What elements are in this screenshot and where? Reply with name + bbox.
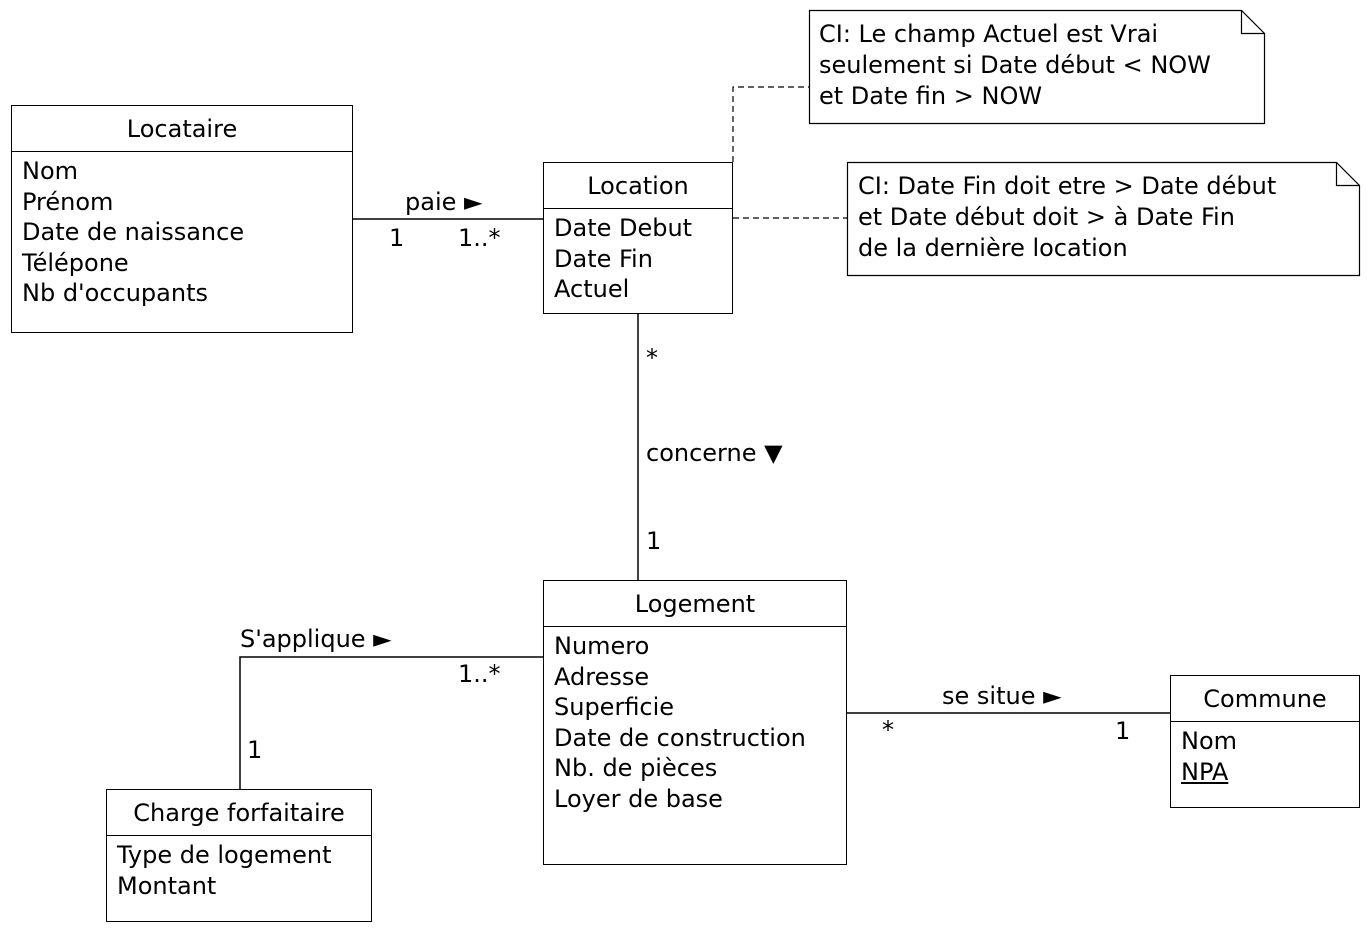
- class-charge-forfaitaire[interactable]: Charge forfaitaire Type de logement Mont…: [106, 789, 372, 922]
- note1-line: et Date fin > NOW: [819, 82, 1043, 110]
- assoc-concerne-label: concerne ▼: [646, 439, 783, 467]
- attribute: Nom: [22, 157, 79, 185]
- class-name: Commune: [1171, 676, 1359, 722]
- attribute: Nom: [1181, 727, 1238, 755]
- attribute: Actuel: [554, 275, 630, 303]
- attribute: Nb d'occupants: [22, 279, 208, 307]
- attribute: Nb. de pièces: [554, 754, 718, 782]
- attribute: Date de naissance: [22, 218, 245, 246]
- attribute: Prénom: [22, 187, 114, 216]
- multiplicity-label: 1: [1115, 717, 1131, 745]
- multiplicity-label: 1: [389, 224, 405, 252]
- attribute-list: Nom Prénom Date de naissance Télépone Nb…: [12, 152, 352, 309]
- attribute-list: Date Debut Date Fin Actuel: [544, 209, 732, 305]
- class-logement[interactable]: Logement Numero Adresse Superficie Date …: [543, 580, 847, 865]
- class-name: Charge forfaitaire: [107, 790, 371, 836]
- assoc-situe-label: se situe ►: [942, 682, 1062, 710]
- attribute: Type de logement: [117, 841, 332, 869]
- note2-shape: [846, 161, 1361, 277]
- multiplicity-label: *: [882, 716, 894, 744]
- note1-text: CI: Le champ Actuel est Vrai seulement s…: [819, 19, 1211, 112]
- attribute: Date Debut: [554, 214, 693, 242]
- multiplicity-label: 1..*: [458, 660, 501, 688]
- attribute: Superficie: [554, 693, 675, 721]
- attribute: Date de construction: [554, 723, 806, 752]
- multiplicity-label: 1..*: [458, 224, 501, 252]
- attribute: Date Fin: [554, 244, 653, 273]
- multiplicity-label: 1: [646, 527, 662, 555]
- multiplicity-label: 1: [247, 736, 263, 764]
- class-name: Locataire: [12, 106, 352, 152]
- attribute: Adresse: [554, 662, 650, 691]
- class-locataire[interactable]: Locataire Nom Prénom Date de naissance T…: [11, 105, 353, 333]
- class-commune[interactable]: Commune Nom NPA: [1170, 675, 1360, 808]
- multiplicity-label: *: [646, 344, 658, 372]
- attribute: Télépone: [22, 248, 129, 277]
- class-name: Logement: [544, 581, 846, 627]
- attribute-list: Type de logement Montant: [107, 836, 371, 901]
- note2-text: CI: Date Fin doit etre > Date début et D…: [858, 171, 1276, 264]
- note1-line: seulement si Date début < NOW: [819, 51, 1211, 79]
- note1-shape: [808, 9, 1266, 125]
- class-location[interactable]: Location Date Debut Date Fin Actuel: [543, 162, 733, 314]
- note2-line: et Date début doit > à Date Fin: [858, 203, 1235, 231]
- note2-line: CI: Date Fin doit etre > Date début: [858, 172, 1277, 200]
- attribute-primary-key: NPA: [1181, 757, 1229, 786]
- class-name: Location: [544, 163, 732, 209]
- assoc-paie-label: paie ►: [405, 188, 483, 216]
- note2-fold: [1335, 162, 1360, 187]
- attribute-list: Nom NPA: [1171, 722, 1359, 787]
- note1-line: CI: Le champ Actuel est Vrai: [819, 20, 1159, 48]
- attribute: Numero: [554, 632, 650, 660]
- attribute: Loyer de base: [554, 784, 723, 813]
- attribute: Montant: [117, 871, 217, 900]
- attribute-list: Numero Adresse Superficie Date de constr…: [544, 627, 846, 814]
- assoc-sapplique-line: [239, 656, 544, 790]
- note2-line: de la dernière location: [858, 234, 1128, 262]
- note1-anchor-line: [732, 86, 809, 162]
- assoc-sapplique-label: S'applique ►: [240, 625, 392, 653]
- note1-fold: [1240, 10, 1265, 35]
